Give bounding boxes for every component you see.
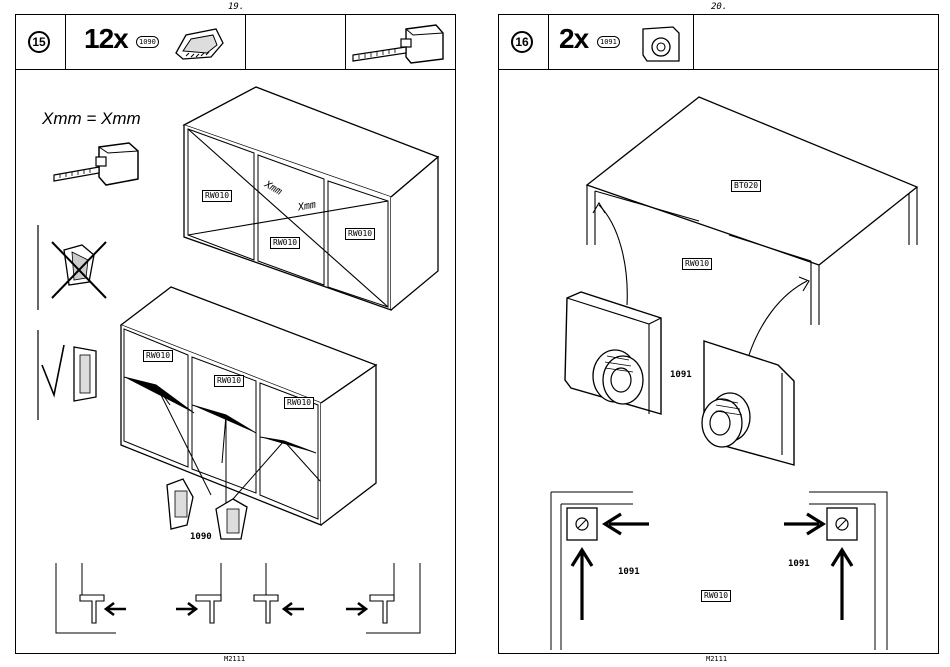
part-label-1090: 1090: [190, 532, 212, 542]
mounting-details: [46, 563, 446, 643]
part-label-1091-center: 1091: [670, 370, 692, 380]
quantity-label: 2x: [559, 23, 588, 55]
step-number: 15: [28, 31, 50, 53]
right-page: 16 2x 1091 BT020 RW010: [498, 14, 939, 654]
part-code-pill: 1091: [597, 36, 620, 48]
tag-rw010-top: RW010: [682, 258, 712, 270]
step-number: 16: [511, 31, 533, 53]
right-footer: M2111: [706, 655, 727, 663]
left-page: 15 12x 1090 Xmm = Xmm: [15, 14, 456, 654]
door-stop-left: [557, 290, 667, 420]
right-page-number: 20.: [711, 2, 727, 12]
check-mark-icon: [42, 345, 64, 395]
door-stop-right: [694, 333, 809, 483]
tag-bt020: BT020: [731, 180, 761, 192]
measurement-formula: Xmm = Xmm: [42, 109, 141, 129]
hinge-clip-icon: [171, 23, 226, 63]
arrow-icon: [572, 550, 592, 620]
arrow-icon: [784, 514, 823, 534]
tag-rw010-center: RW010: [270, 237, 300, 249]
tape-measure-icon: [351, 21, 451, 66]
stop-position-detail: [549, 490, 889, 650]
hinge-wrong-detail: [34, 220, 114, 315]
left-page-number: 19.: [228, 2, 244, 12]
part-label-1091-right: 1091: [788, 559, 810, 569]
right-header: 16 2x 1091: [499, 15, 938, 70]
tag-rw010-b3: RW010: [284, 397, 314, 409]
hinge-correct-detail: [34, 325, 114, 425]
part-code-pill: 1090: [136, 36, 159, 48]
quantity-label: 12x: [84, 23, 128, 55]
arrow-icon: [832, 550, 852, 620]
left-footer: M2111: [224, 655, 245, 663]
door-stop-icon: [637, 23, 687, 65]
tag-rw010-b1: RW010: [143, 350, 173, 362]
part-label-1091-left: 1091: [618, 567, 640, 577]
tag-rw010-b2: RW010: [214, 375, 244, 387]
left-header: 15 12x 1090: [16, 15, 455, 70]
tag-rw010-right: RW010: [345, 228, 375, 240]
bottom-cabinet-drawing: [116, 285, 396, 535]
tag-rw010-left: RW010: [202, 190, 232, 202]
arrow-icon: [605, 514, 649, 534]
tag-rw010-bottom: RW010: [701, 590, 731, 602]
tape-measure-icon: [54, 135, 144, 190]
